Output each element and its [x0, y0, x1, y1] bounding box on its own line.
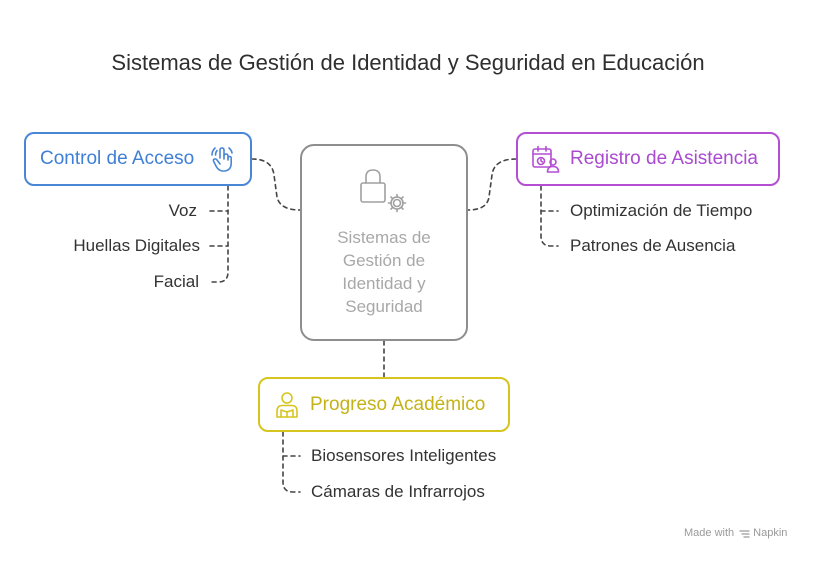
item-camaras-infrarrojos: Cámaras de Infrarrojos: [311, 482, 485, 501]
student-reading-icon: [276, 391, 298, 418]
napkin-logo-icon: [739, 529, 750, 538]
item-voz: Voz: [168, 201, 197, 220]
connector-access-center: [251, 158, 301, 211]
lock-gear-icon: [360, 169, 407, 213]
made-with-footer: Made with Napkin: [684, 527, 787, 539]
item-patrones-ausencia: Patrones de Ausencia: [570, 236, 736, 255]
calendar-user-icon: [532, 145, 560, 173]
connector-attendance-items: [540, 185, 559, 247]
node-progreso-academico: Progreso Académico: [258, 377, 510, 432]
node-progreso-academico-label: Progreso Académico: [310, 393, 486, 415]
connector-attendance-center: [467, 158, 517, 211]
hand-touch-icon: [211, 147, 234, 172]
made-with-text: Made with: [684, 527, 735, 539]
node-control-acceso: Control de Acceso: [24, 132, 252, 186]
item-facial: Facial: [153, 272, 199, 291]
item-biosensores: Biosensores Inteligentes: [311, 446, 497, 465]
center-node-label: Sistemas de Gestión de Identidad y Segur…: [337, 228, 431, 316]
node-registro-asistencia: Registro de Asistencia: [516, 132, 780, 186]
node-control-acceso-label: Control de Acceso: [40, 148, 195, 169]
diagram-title: Sistemas de Gestión de Identidad y Segur…: [111, 50, 705, 75]
node-registro-asistencia-label: Registro de Asistencia: [570, 148, 758, 169]
connector-access-items: [209, 185, 229, 283]
connector-progress-items: [282, 431, 301, 493]
item-huellas-digitales: Huellas Digitales: [73, 236, 200, 255]
item-optimizacion-tiempo: Optimización de Tiempo: [570, 201, 753, 220]
napkin-brand: Napkin: [753, 527, 788, 539]
center-node: Sistemas de Gestión de Identidad y Segur…: [300, 144, 468, 341]
